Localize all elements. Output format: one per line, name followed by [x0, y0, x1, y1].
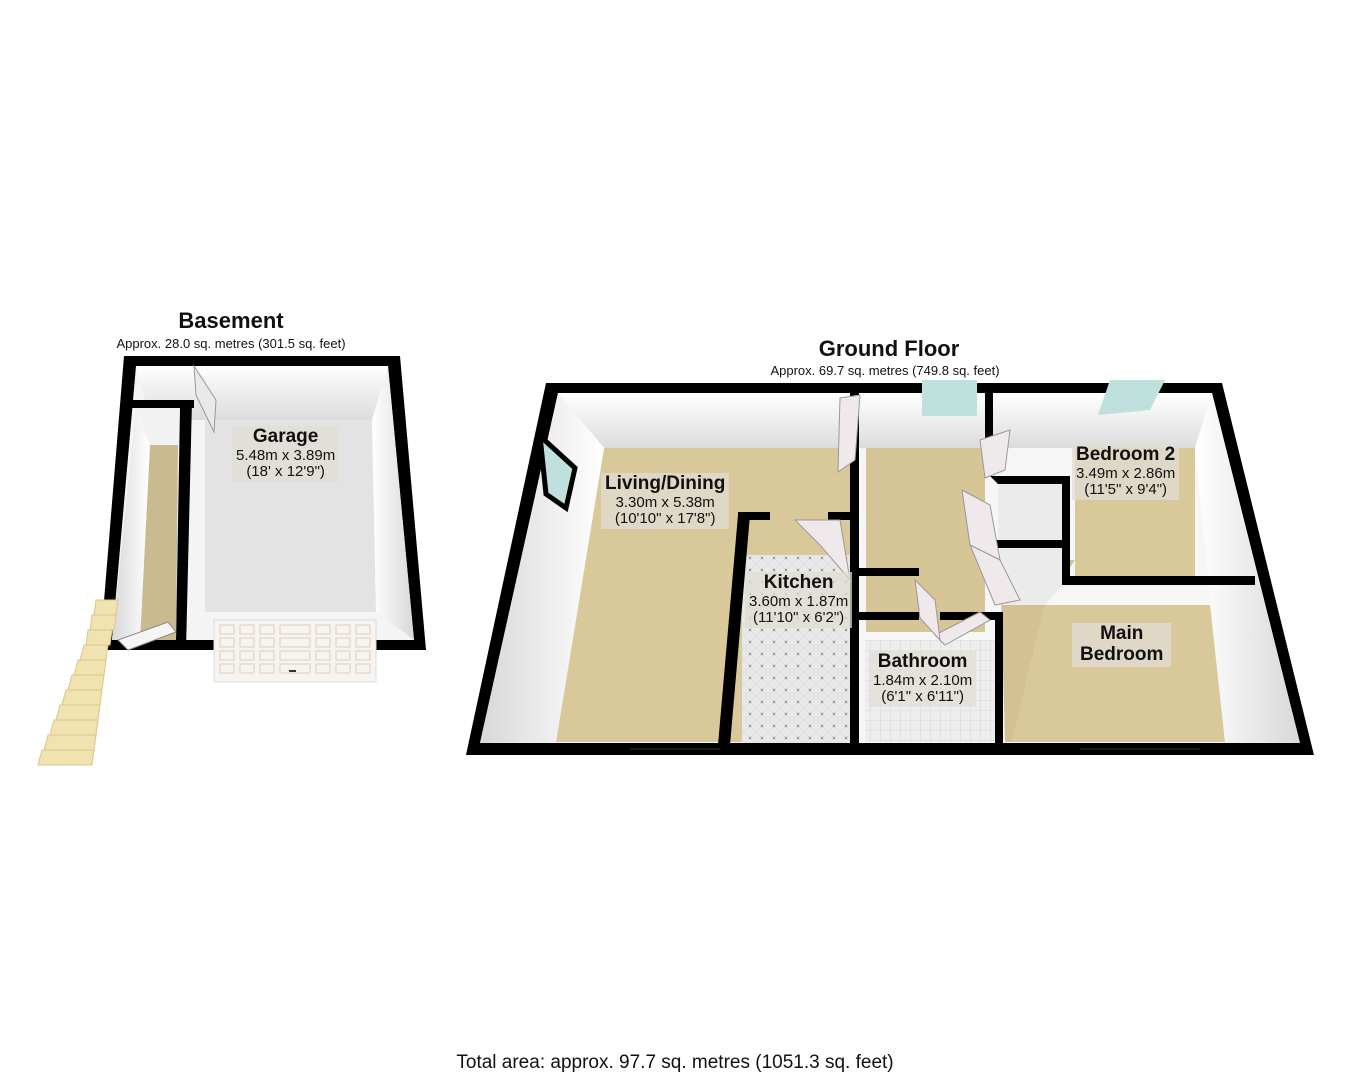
room-name: Kitchen [763, 572, 834, 593]
ground-floor-area: Approx. 69.7 sq. metres (749.8 sq. feet) [770, 363, 1000, 378]
room-metric: 3.60m x 1.87m [749, 592, 849, 610]
room-name: Bathroom [877, 651, 968, 672]
room-label-bathroom: Bathroom 1.84m x 2.10m (6'1" x 6'11") [869, 651, 977, 707]
room-imperial: (10'10" x 17'8") [614, 510, 716, 528]
doors [793, 394, 1021, 646]
room-name: Garage [252, 426, 319, 447]
room-metric: 1.84m x 2.10m [873, 671, 973, 689]
garage-door [213, 619, 377, 683]
room-label-living-dining: Living/Dining 3.30m x 5.38m (10'10" x 17… [601, 473, 730, 529]
room-imperial: (18' x 12'9") [246, 463, 325, 481]
basement-title: Basement [178, 308, 284, 333]
room-imperial: (6'1" x 6'11") [881, 688, 965, 706]
room-name-line2: Bedroom [1080, 643, 1164, 665]
room-name: Living/Dining [605, 473, 726, 494]
room-imperial: (11'5" x 9'4") [1084, 481, 1168, 499]
room-label-garage: Garage 5.48m x 3.89m (18' x 12'9") [232, 426, 340, 482]
basement-area: Approx. 28.0 sq. metres (301.5 sq. feet) [116, 336, 346, 351]
room-label-bedroom-2: Bedroom 2 3.49m x 2.86m (11'5" x 9'4") [1072, 444, 1180, 500]
room-metric: 5.48m x 3.89m [236, 446, 336, 464]
room-name-line1: Main [1100, 623, 1144, 644]
room-metric: 3.30m x 5.38m [615, 493, 715, 511]
room-name: Bedroom 2 [1076, 444, 1176, 465]
ground-floor-title: Ground Floor [818, 336, 960, 361]
room-imperial: (11'10" x 6'2") [753, 609, 845, 627]
total-area: Total area: approx. 97.7 sq. metres (105… [456, 1052, 894, 1073]
staircase [37, 599, 119, 766]
basement-plan [37, 356, 426, 766]
room-label-main-bedroom: Main Bedroom [1072, 623, 1172, 667]
room-metric: 3.49m x 2.86m [1076, 464, 1176, 482]
room-label-kitchen: Kitchen 3.60m x 1.87m (11'10" x 6'2") [745, 572, 853, 628]
